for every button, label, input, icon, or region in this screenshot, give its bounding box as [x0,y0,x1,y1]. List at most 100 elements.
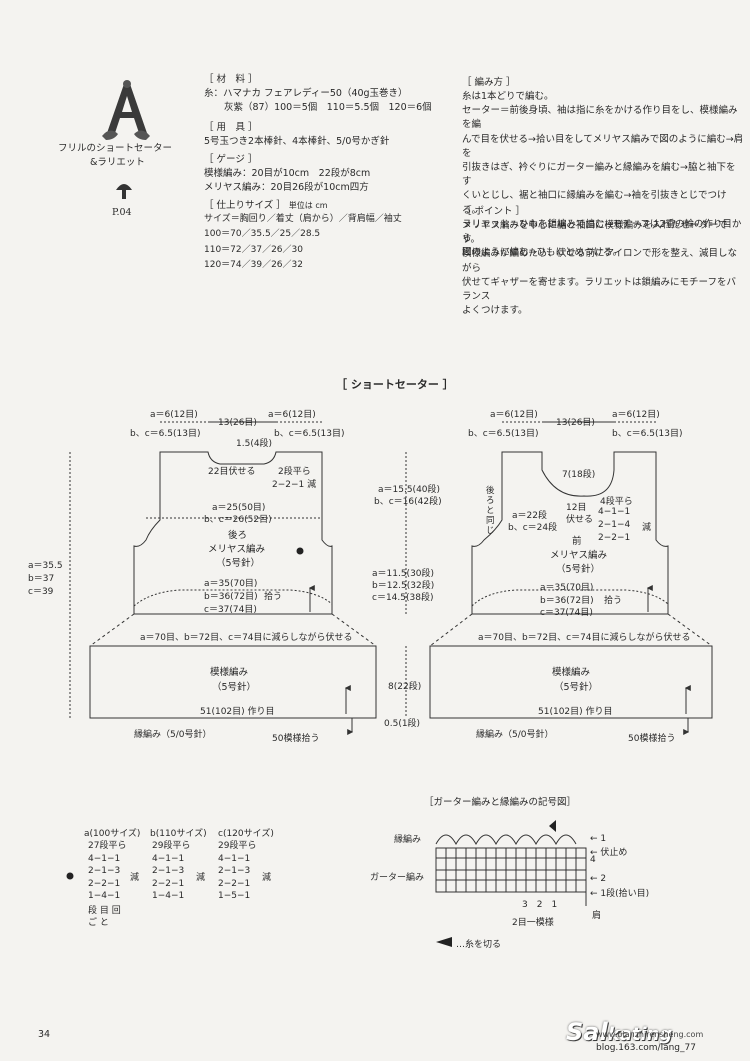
back-neck-bind: 22目伏せる [208,467,256,477]
front-frill-edging: 縁編み（5/0号針） [476,730,554,740]
decrease-marker-back [296,547,304,555]
body-rows-a: a＝11.5(30段) [372,569,435,579]
footer-site1: blog.163.com/lang_77 [596,1043,696,1053]
row: 1−4−1 [88,891,121,901]
logo-letter-block [98,78,154,142]
total-a: a＝35.5 [28,561,63,571]
row: 1−4−1 [152,891,185,901]
chart-r1: ← 1 [590,834,607,844]
method-line: 引抜きはぎ、衿ぐりにガーター編みと縁編みを編む→脇と袖下をす [462,162,736,188]
front-center2: 伏せる [566,515,594,525]
col-a-dec: 減 [130,873,140,883]
front-bot1: a＝35(70目) [540,583,594,593]
arm-rows-a: a＝15.5(40段) [378,485,441,495]
legend2: ご と [88,918,109,928]
size-cols: サイズ＝胸回り／着丈（肩から）／背肩幅／袖丈 [204,214,402,224]
size-row: 120＝74／39／26／32 [204,260,303,270]
front-neck2: b、c＝24段 [508,523,558,533]
gauge-line1: 模様編み：20目が10cm 22段が8cm [204,168,371,179]
front-needle: （5号針） [556,564,601,575]
row: 2−1−3 [88,866,121,876]
back-frill-needle: （5号針） [212,682,257,693]
front-top-right2: b、c＝6.5(13目) [612,429,683,439]
row: 2−2−1 [218,878,251,889]
chart-start-marker [549,820,556,832]
method-body: 糸は1本どりで編む。 セーター＝前後身頃、袖は指に糸をかける作り目をし、模様編み… [462,90,744,260]
col-b: 29段平ら 4−1−1 2−1−3 2−2−1 1−4−1 [152,840,190,903]
front-bot2: b＝36(72目) [540,596,594,606]
arm-rows-bc: b、c＝16(42段) [374,497,442,507]
col-c: 29段平ら 4−1−1 2−1−3 2−2−1 1−5−1 [218,840,256,903]
back-neck-rows: 1.5(4段) [236,439,273,449]
logo-letter-a-icon [102,80,150,140]
back-top-left2: b、c＝6.5(13目) [130,429,201,439]
row: 2−2−1 [88,878,121,889]
front-frill-stitch: 模様編み [552,667,591,678]
section-title: ［ ショートセーター ］ [336,378,454,391]
method-line: セーター＝前後身頃、袖は指に糸をかける作り目をし、模様編みを編 [462,105,738,131]
front-hem-curve [471,589,669,607]
size-heading: ［ 仕上りサイズ ］ 単位は cm [204,200,328,211]
mushroom-icon [114,180,134,206]
edge-rows: 0.5(1段) [384,719,421,729]
front-center: 12目 [566,503,587,513]
back-body-outline [133,451,333,615]
row: 29段平ら [152,841,191,851]
edge-label: 縁編み [394,835,422,845]
front-body-outline [471,451,669,615]
point-body: メリヤス編みを中心に裾と袖口に模様編みを入れたセーターです。 模様編みが編めたら… [462,219,744,318]
row: 27段平ら [88,841,127,851]
size-row: 110＝72／37／26／30 [204,245,303,255]
method-line: ラリエット＝ひもを鎖編みで編む→モチーフは2重の輪の作り目から [462,218,742,245]
row: 2−1−3 [152,866,185,876]
row: 4−1−1 [152,853,185,864]
legend1: 段 目 回 [88,906,121,916]
front-frill-cast: 51(102目) 作り目 [538,707,613,717]
back-top-mid: 13(26目) [218,418,257,428]
body-rows-c: c＝14.5(38段) [372,593,434,603]
method-line: 図のように編む→ひもにとめつける。 [462,247,622,259]
back-width1: a＝25(50目) [212,503,266,513]
chart-shoulder: 肩 [592,911,602,921]
chart-bind: ← 伏止め [590,848,628,858]
title-line1: フリルのショートセーター [58,143,173,154]
front-dec1: 4−1−1 [598,507,631,517]
col-b-heading: b(110サイズ) [150,829,207,839]
back-needle: （5号針） [216,558,261,569]
page-number: 34 [38,1029,51,1040]
back-top-right: a＝6(12目) [268,410,316,420]
front-bot3: c＝37(74目) [540,608,593,618]
row: 29段平ら [218,841,257,851]
front-dec-head: 4段平ら [600,497,633,507]
gauge-line2: メリヤス編み：20目26段が10cm四方 [204,182,369,193]
front-frill-reduce: a＝70目、b＝72目、c＝74目に減らしながら伏せる [478,633,691,643]
chart-r1b: ← 1段(拾い目) [590,889,650,899]
point-line: よくつけます。 [462,305,528,317]
materials-heading: ［ 材 料 ］ [204,74,258,85]
back-frill-pick: 50模様拾う [272,734,320,744]
front-stitch: メリヤス編み [550,550,608,561]
frill-rows: 8(22段) [388,682,422,692]
back-pick: 拾う [264,592,283,602]
gauge-heading: ［ ゲージ ］ [204,154,258,165]
back-frill-cast: 51(102目) 作り目 [200,707,275,717]
point-line: 伏せてギャザーを寄せます。ラリエットは鎖編みにモチーフをバランス [462,276,736,303]
back-bot2: b＝36(72目) [204,592,258,602]
row: 4−1−1 [218,853,251,864]
materials-line2: 灰紫（87）100＝5個 110＝5.5個 120＝6個 [224,102,432,113]
col-b-dec: 減 [196,873,206,883]
back-name: 後ろ [228,530,248,541]
row: 1−5−1 [218,891,251,901]
front-dec-label: 減 [642,523,652,533]
chart-cols: 3 2 1 [522,900,558,910]
back-frill-stitch: 模様編み [210,667,249,678]
col-c-dec: 減 [262,873,272,883]
front-neck-rows: 7(18段) [562,470,596,480]
materials-line1: 糸：ハマナカ フェアレディー50（40g玉巻き） [204,88,408,99]
method-line: くいとじし、裾と袖口に縁編みを編む→袖を引抜きとじでつける。 [462,190,727,216]
point-line: 模様編みが編めたら、伏せる前にアイロンで形を整え、減目しながら [462,248,738,274]
front-neck1: a＝22段 [512,511,547,521]
title-line2: &ラリエット [90,157,145,168]
row: 2−2−1 [152,878,185,889]
